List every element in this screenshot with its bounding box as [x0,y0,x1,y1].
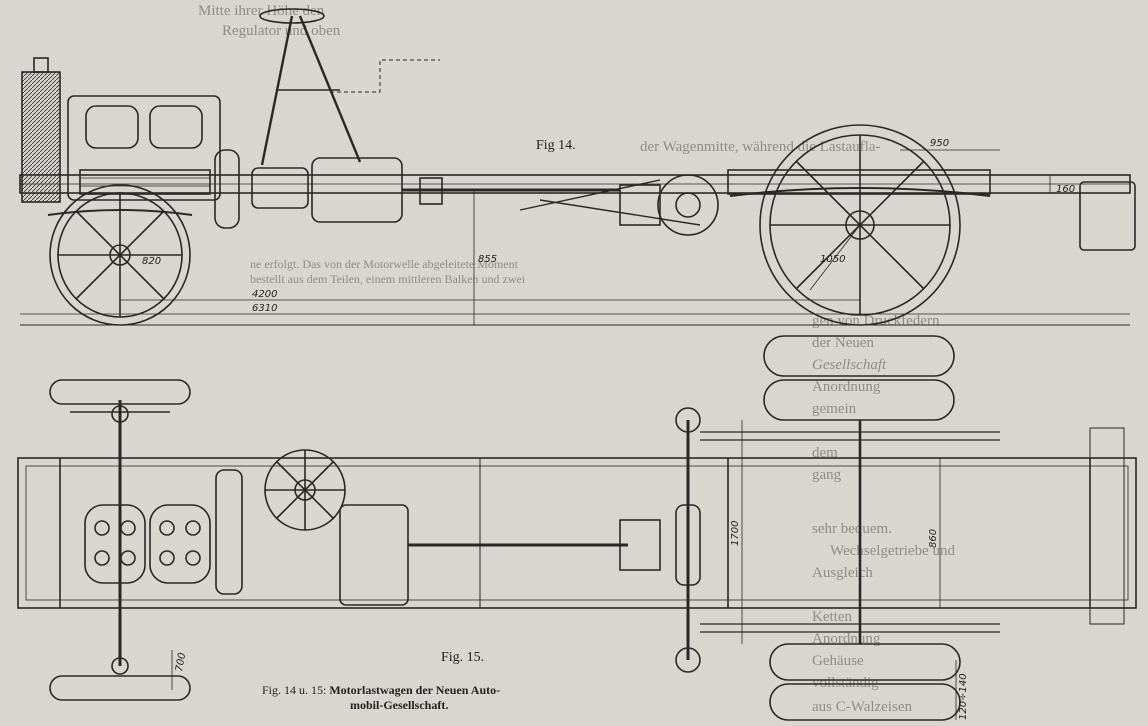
plan-frame [17,457,1137,609]
dim-120-140: 120÷140 [958,673,969,720]
flywheel-plan [215,469,243,595]
plan-dimension-lines [171,420,957,720]
bleed-through-right-1: der Wagenmitte, während die Lastaufla- [640,139,881,155]
rear-board-plan [1089,427,1125,625]
dim-820: 820 [142,256,161,267]
bleed-through-right-12: Ketten [812,609,852,625]
bleed-through-right-4: Gesellschaft [812,357,887,373]
gearbox-plan [339,504,409,606]
bleed-through-right-5: Anordnung [812,379,881,395]
front-axle-plan [49,379,191,701]
front-spring [47,209,193,216]
front-wheel-side [49,184,191,326]
dim-700: 700 [174,652,188,673]
engine [67,95,221,201]
flywheel [214,149,240,229]
bleed-through-right-9: sehr bequem. [812,521,892,537]
engine-plan [84,504,211,584]
gearbox [251,157,620,223]
rear-tyres-plan [763,335,961,721]
caption-prefix: Fig. 14 u. 15: [262,683,327,697]
dim-1700: 1700 [730,521,741,546]
bleed-through-right-14: Gehäuse [812,653,864,669]
dim-1050: 1050 [820,254,845,265]
bleed-through-right-8: gang [812,467,842,483]
rear-platform [727,169,991,195]
figure-caption: Fig. 14 u. 15: Motorlastwagen der Neuen … [262,683,682,713]
rear-lamp [1079,181,1136,251]
dim-6310: 6310 [252,303,277,314]
rear-spring [729,187,991,197]
differential-plan [619,407,701,673]
caption-line-2: mobil-Gesellschaft. [350,698,449,712]
dim-855: 855 [478,254,497,265]
steering-column [259,8,362,166]
bleed-through-right-11: Ausgleich [812,565,873,581]
radiator [21,57,61,203]
bleed-through-right-3: der Neuen [812,335,875,351]
bleed-through-left-1: Mitte ihrer Höhe den [198,3,325,19]
bleed-through-mid-2: bestellt aus dem Teilen, einem mittleren… [250,272,526,286]
plan-view: 1700 860 700 120÷140 [17,335,1137,721]
bleed-through-right-7: dem [812,445,838,461]
dimension-lines [20,149,1130,325]
fig-14-label: Fig 14. [536,138,576,153]
caption-line-1: Motorlastwagen der Neuen Auto- [329,683,501,697]
handwheel-plan [264,449,346,531]
bleed-through-left-2: Regulator und oben [222,23,341,39]
bleed-through-right-15: vollständig [812,675,879,691]
bleed-through-right-6: gemein [812,401,857,417]
bleed-through-mid-1: ne erfolgt. Das von der Motorwelle abgel… [250,257,518,271]
dim-950: 950 [930,138,949,149]
dim-4200: 4200 [252,289,277,300]
bleed-through-right-16: aus C-Walzeisen [812,699,913,715]
dim-860: 860 [928,529,939,548]
dim-160: 160 [1056,184,1075,195]
side-view: 950 160 820 855 1050 4200 6310 [19,8,1136,326]
fig-15-label: Fig. 15. [441,650,485,665]
bleed-through-right-13: Anordnung [812,631,881,647]
